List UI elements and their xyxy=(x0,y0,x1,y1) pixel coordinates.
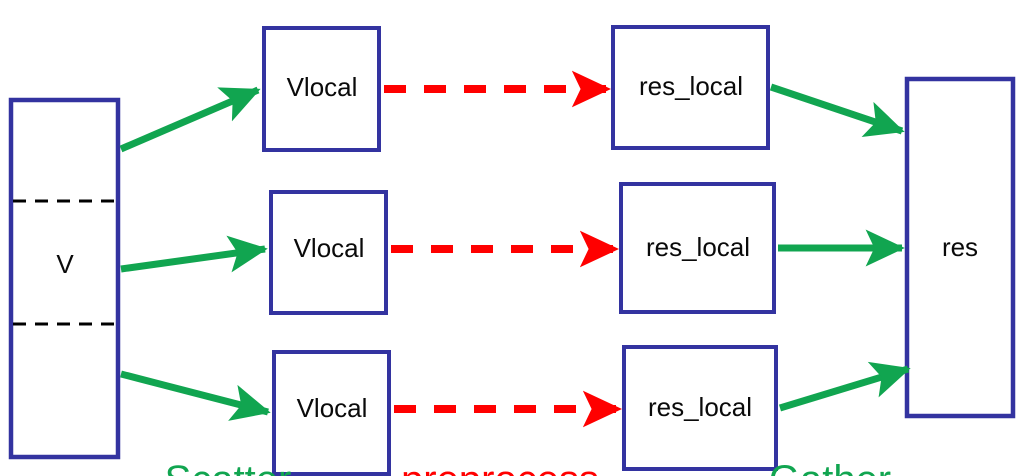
res-local-label-2: res_local xyxy=(646,232,750,262)
gather-arrow-1 xyxy=(769,83,905,137)
caption-preprocess: preprocess xyxy=(401,458,599,476)
vlocal-box-3[interactable] xyxy=(272,350,391,476)
output-vector-box[interactable] xyxy=(904,76,1016,419)
row-3-group: Vlocal res_local xyxy=(120,345,911,476)
vlocal-label-3: Vlocal xyxy=(297,393,368,423)
caption-gather: Gather xyxy=(769,458,891,476)
input-vector-group: V xyxy=(8,97,121,460)
caption-row: Scatter preprocess Gather xyxy=(165,458,892,476)
vlocal-label-2: Vlocal xyxy=(294,233,365,263)
scatter-arrow-3 xyxy=(120,370,271,421)
vlocal-label-1: Vlocal xyxy=(287,72,358,102)
res-local-box-2[interactable] xyxy=(619,182,776,314)
vlocal-box-1[interactable] xyxy=(262,26,381,152)
res-local-box-1[interactable] xyxy=(611,25,770,150)
input-vector-box[interactable] xyxy=(8,97,121,460)
input-vector-label: V xyxy=(56,249,74,279)
res-local-label-3: res_local xyxy=(648,392,752,422)
scatter-arrow-2 xyxy=(120,235,268,273)
gather-arrow-3 xyxy=(778,361,911,412)
res-local-label-1: res_local xyxy=(639,71,743,101)
res-local-box-3[interactable] xyxy=(622,345,778,471)
caption-scatter: Scatter xyxy=(165,458,292,476)
output-vector-group: res xyxy=(904,76,1016,419)
scatter-arrow-1 xyxy=(119,86,261,153)
row-1-group: Vlocal res_local xyxy=(119,25,905,153)
row-2-group: Vlocal res_local xyxy=(120,182,905,315)
vlocal-box-2[interactable] xyxy=(269,190,388,315)
output-vector-label: res xyxy=(942,232,978,262)
